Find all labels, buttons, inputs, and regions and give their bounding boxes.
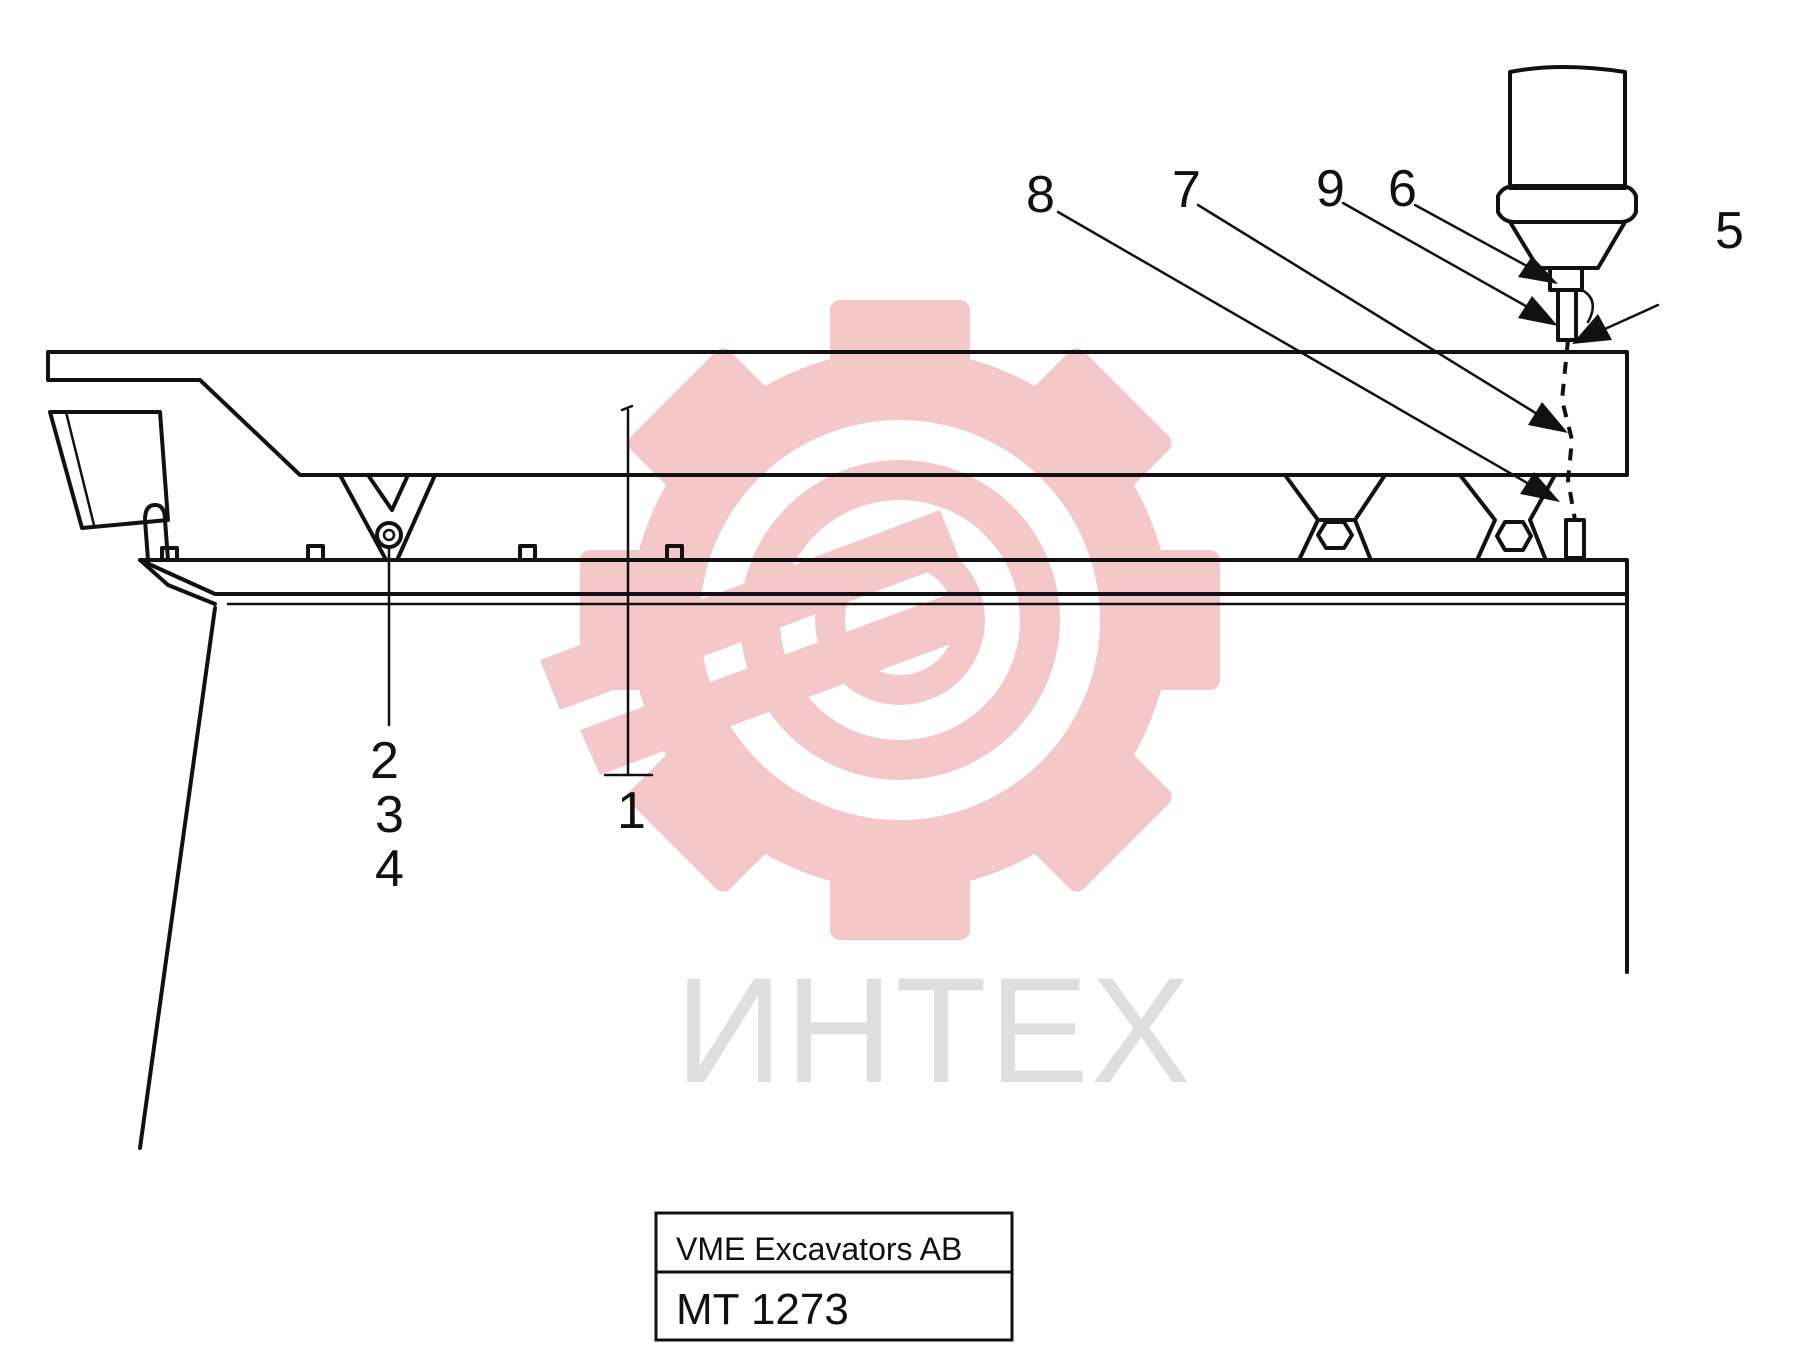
title-block-company: VME Excavators AB — [676, 1231, 962, 1267]
callout-7: 7 — [1172, 161, 1201, 219]
title-block: VME Excavators AB MT 1273 — [654, 1211, 1014, 1342]
dimension-tick-top — [620, 404, 634, 412]
grease-nipple — [1564, 518, 1586, 560]
watermark-gear-logo — [540, 300, 1220, 940]
lubricant-cartridge — [1496, 65, 1638, 342]
hex-nut-a — [1316, 520, 1354, 550]
callout-9: 9 — [1316, 160, 1345, 218]
callout-8: 8 — [1026, 166, 1055, 224]
callout-2: 2 — [370, 732, 399, 790]
lube-line-dashed — [1559, 339, 1577, 521]
arrowhead-5 — [1572, 314, 1612, 344]
leader-8 — [1056, 210, 1550, 497]
callout-3: 3 — [375, 786, 404, 844]
arrowhead-8 — [1520, 472, 1560, 502]
rail-left-tip — [138, 558, 217, 606]
arrowhead-9 — [1518, 296, 1558, 326]
hinge-bracket-left — [338, 473, 437, 560]
left-bracket — [48, 410, 170, 530]
callout-4: 4 — [375, 840, 404, 898]
callout-1: 1 — [617, 782, 646, 840]
leader-6 — [1413, 203, 1549, 279]
left-bracket-inner — [64, 410, 96, 527]
callout-5: 5 — [1715, 202, 1744, 260]
watermark-text: ИНТЕХ — [675, 946, 1193, 1114]
leader-9 — [1341, 201, 1549, 320]
hinge-bolt-left-center — [382, 528, 396, 542]
arrowhead-6 — [1518, 256, 1558, 284]
hinge-bolt-left — [375, 521, 403, 549]
title-block-drawing-number: MT 1273 — [676, 1285, 849, 1334]
cleat — [160, 546, 179, 562]
upper-frame-beam — [46, 350, 1629, 477]
callout-6: 6 — [1388, 160, 1417, 218]
leader-7 — [1196, 203, 1557, 427]
arrowhead-7 — [1528, 402, 1568, 433]
hinge-bracket-right-a — [1283, 473, 1387, 560]
cleat — [518, 544, 537, 562]
hex-nut-b — [1495, 520, 1533, 552]
cleat — [665, 544, 684, 562]
left-hook — [143, 503, 170, 562]
cleat — [306, 544, 325, 562]
left-body-edge — [138, 606, 217, 1150]
lower-rail — [138, 558, 1629, 596]
